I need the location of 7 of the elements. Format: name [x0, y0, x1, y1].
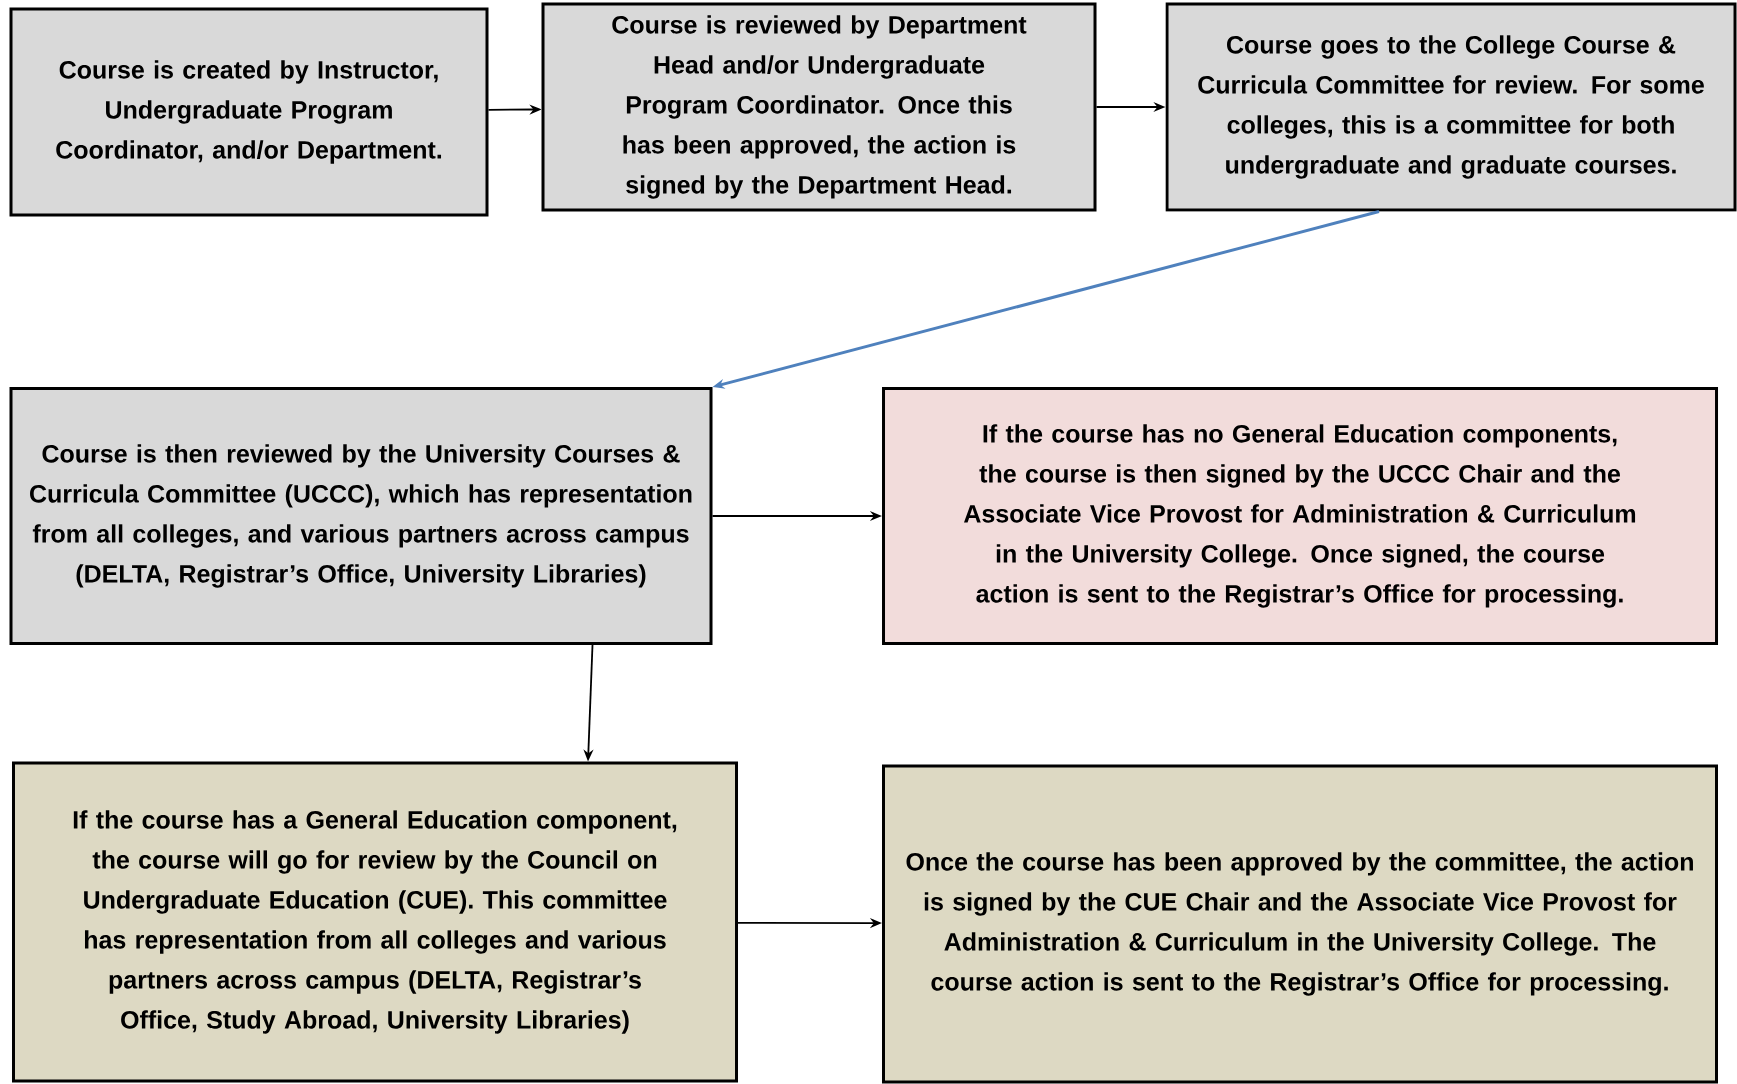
process-box: If the course has a General Education component, the course will go for review by the Council on Undergraduate Education (CUE). This committee has representation from all colleges and various partners across campus (DELTA, Registrar’s Office, Study Abroad, University Libraries): [12, 761, 738, 1083]
process-box: Once the course has been approved by the committee, the action is signed by the CUE Chair and the Associate Vice Provost for Administration & Curriculum in the University College. The course action is sent to the Registrar’s Office for processing.: [882, 764, 1718, 1084]
process-box: Course goes to the College Course & Curricula Committee for review. For some colleges, this is a committee for both undergraduate and graduate courses.: [1165, 2, 1737, 212]
process-box: Course is then reviewed by the University Courses & Curricula Committee (UCCC), which has representation from all colleges, and various partners across campus (DELTA, Registrar’s Office, University Libraries): [9, 387, 713, 645]
process-box: If the course has no General Education components, the course is then signed by the UCCC Chair and the Associate Vice Provost for Administration & Curriculum in the University College. Once signed, the course action is sent to the Registrar’s Office for processing.: [882, 387, 1718, 645]
process-box: Course is created by Instructor, Undergraduate Program Coordinator, and/or Department.: [9, 7, 489, 217]
process-box: Course is reviewed by Department Head and/or Undergraduate Program Coordinator. Once this has been approved, the action is signed by the Department Head.: [541, 2, 1097, 212]
